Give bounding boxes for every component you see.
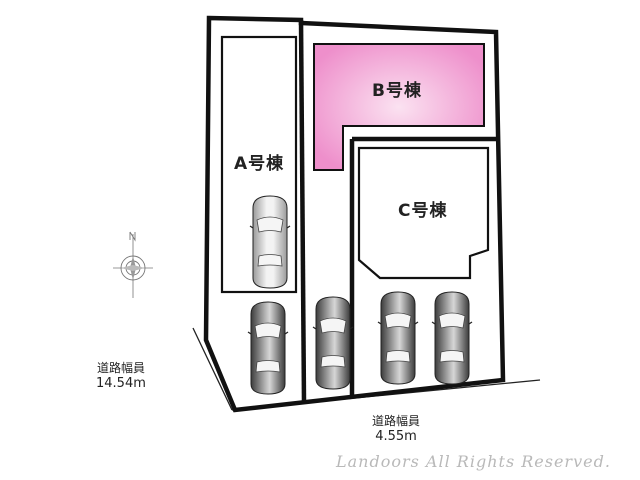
road-width-left-value: 14.54m (96, 376, 146, 391)
road-width-bottom-value: 4.55m (375, 429, 417, 444)
car-icon (431, 291, 473, 385)
road-boundary-left (192, 327, 233, 411)
road-width-left: 道路幅員 14.54m (96, 360, 146, 392)
car-icon (377, 291, 419, 385)
compass-icon (113, 231, 153, 298)
lot-c-boundary (349, 136, 496, 395)
road-width-left-label: 道路幅員 (96, 361, 145, 375)
car-icon (247, 301, 289, 395)
building-c (357, 146, 490, 280)
road-width-bottom-label: 道路幅員 (372, 414, 421, 428)
building-c-label: C号棟 (398, 201, 448, 221)
lot-a-divider (298, 19, 307, 404)
car-icon (249, 195, 291, 289)
car-icon (312, 296, 354, 390)
building-b-label: B号棟 (372, 81, 422, 101)
building-a-label: A号棟 (234, 154, 285, 174)
building-b (313, 43, 485, 171)
copyright-text: Landoors All Rights Reserved. (336, 452, 611, 471)
road-width-bottom: 道路幅員 4.55m (372, 413, 420, 445)
